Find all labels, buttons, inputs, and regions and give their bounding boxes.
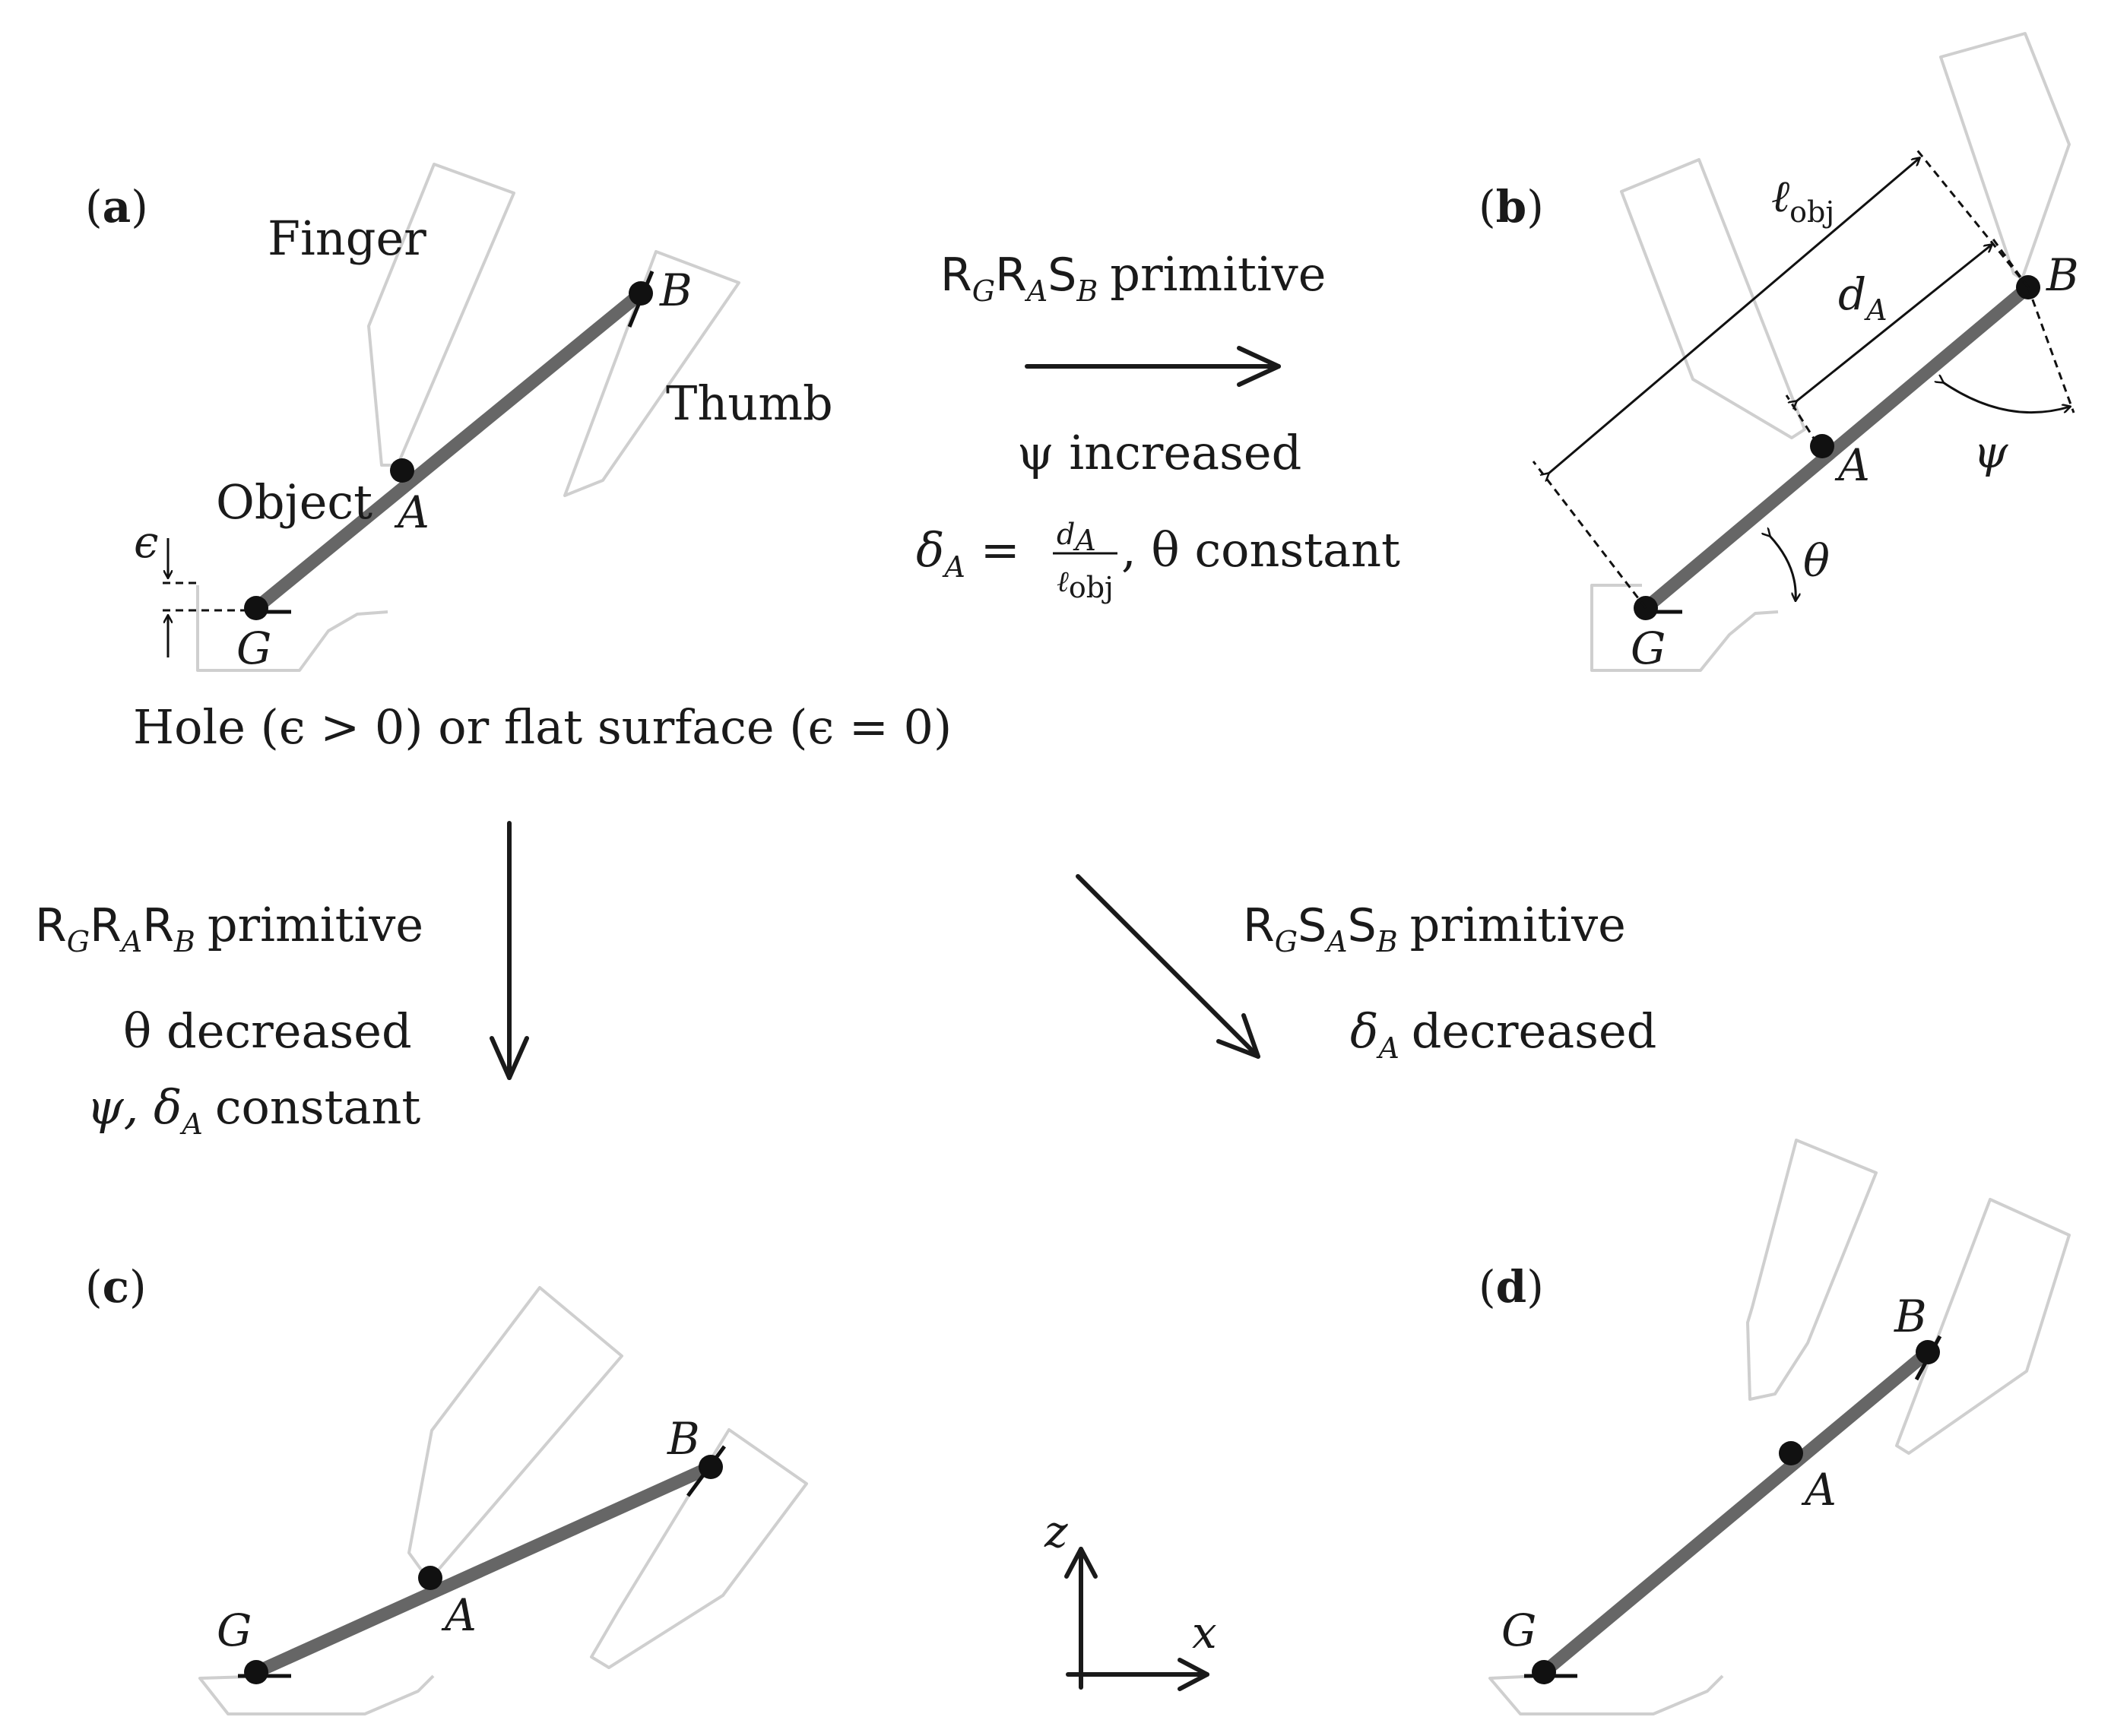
panel-c: (c) A B G bbox=[85, 1261, 808, 1715]
point-g-label: G bbox=[217, 1605, 252, 1656]
point-b-label: B bbox=[2046, 249, 2079, 301]
theta-arc bbox=[1770, 536, 1796, 600]
surface-outline bbox=[1590, 584, 1779, 672]
point-b-label: B bbox=[667, 1413, 700, 1465]
psi-reference-dash bbox=[2027, 287, 2075, 413]
point-a-dot bbox=[418, 1566, 442, 1590]
thumb-outline bbox=[1895, 1198, 2071, 1455]
point-g-dot bbox=[1532, 1660, 1556, 1684]
panel-a-label: (a) bbox=[85, 181, 148, 233]
object-rod bbox=[253, 1461, 714, 1678]
point-b-label: B bbox=[1894, 1291, 1927, 1342]
l-obj-dash-right bbox=[1914, 147, 2030, 288]
panel-d-label: (d) bbox=[1479, 1261, 1544, 1313]
theta-constant-label: , θ constant bbox=[1121, 522, 1400, 578]
point-g-dot bbox=[244, 596, 268, 620]
thumb-outline bbox=[1939, 32, 2071, 280]
l-obj-dash-left bbox=[1532, 461, 1647, 609]
d-a-dash-right bbox=[1990, 236, 2030, 288]
theta-decreased-label: θ decreased bbox=[123, 1003, 412, 1059]
fraction-numerator: dA bbox=[1057, 518, 1096, 557]
panel-b-label: (b) bbox=[1479, 181, 1544, 233]
psi-arc bbox=[1943, 382, 2070, 414]
psi-label: ψ bbox=[1973, 426, 2008, 478]
thumb-outline bbox=[590, 1428, 808, 1669]
fraction-denominator: ℓobj bbox=[1057, 565, 1114, 604]
arrow-to-b-head bbox=[1237, 346, 1281, 387]
point-b-dot bbox=[629, 281, 653, 306]
panel-b: (b) ℓobj dA ψ θ A B G bbox=[1479, 32, 2079, 674]
x-axis-head bbox=[1178, 1658, 1209, 1691]
point-b-dot bbox=[1916, 1340, 1940, 1364]
point-b-label: B bbox=[659, 265, 693, 316]
epsilon-label: ϵ bbox=[134, 516, 158, 568]
finger-outline bbox=[1746, 1139, 1878, 1401]
d-a-dimension bbox=[1796, 245, 1992, 401]
l-obj-dimension bbox=[1548, 158, 1919, 474]
thumb-outline bbox=[563, 250, 740, 497]
surface-outline bbox=[1488, 1674, 1724, 1715]
point-g-dot bbox=[244, 1660, 268, 1684]
point-a-dot bbox=[1779, 1441, 1803, 1465]
point-a-label: A bbox=[1834, 439, 1870, 491]
point-b-dot bbox=[699, 1455, 723, 1479]
point-a-label: A bbox=[394, 486, 429, 538]
surface-outline bbox=[196, 585, 388, 672]
point-a-label: A bbox=[441, 1589, 477, 1641]
object-label: Object bbox=[216, 474, 372, 530]
x-axis-label: x bbox=[1192, 1607, 1217, 1658]
finger-label: Finger bbox=[268, 211, 426, 266]
object-rod bbox=[1539, 1347, 1932, 1677]
point-g-label: G bbox=[236, 622, 271, 674]
arrow-to-d-head bbox=[1216, 1013, 1260, 1059]
surface-outline bbox=[198, 1674, 435, 1715]
finger-outline bbox=[407, 1286, 623, 1577]
point-a-label: A bbox=[1801, 1464, 1837, 1516]
panel-d: (d) A B G bbox=[1479, 1139, 2071, 1715]
panel-a: (a) ϵ Finger Thumb Object A B G Hole (ϵ … bbox=[85, 163, 952, 755]
arrow-to-c-head bbox=[490, 1036, 529, 1080]
z-axis-label: z bbox=[1044, 1506, 1068, 1557]
delta-formula-label: δA= bbox=[916, 522, 1020, 584]
panel-c-label: (c) bbox=[85, 1261, 147, 1313]
thumb-label: Thumb bbox=[666, 375, 833, 431]
d-a-dash-left bbox=[1785, 394, 1818, 444]
point-g-label: G bbox=[1501, 1605, 1536, 1656]
point-a-dot bbox=[390, 458, 414, 483]
d-a-label: dA bbox=[1838, 268, 1888, 327]
object-rod bbox=[252, 288, 645, 613]
panel-a-caption: Hole (ϵ > 0) or flat surface (ϵ = 0) bbox=[133, 699, 952, 755]
finger-outline bbox=[367, 163, 515, 467]
z-axis-head bbox=[1064, 1547, 1098, 1579]
arrow-to-d bbox=[1076, 874, 1260, 1059]
theta-label: θ bbox=[1803, 535, 1830, 587]
psi-increased-label: ψ increased bbox=[1017, 425, 1301, 480]
l-obj-label: ℓobj bbox=[1771, 170, 1834, 229]
point-g-label: G bbox=[1631, 622, 1666, 674]
axes-indicator: z x bbox=[1044, 1506, 1217, 1691]
object-rod bbox=[1641, 282, 2033, 613]
